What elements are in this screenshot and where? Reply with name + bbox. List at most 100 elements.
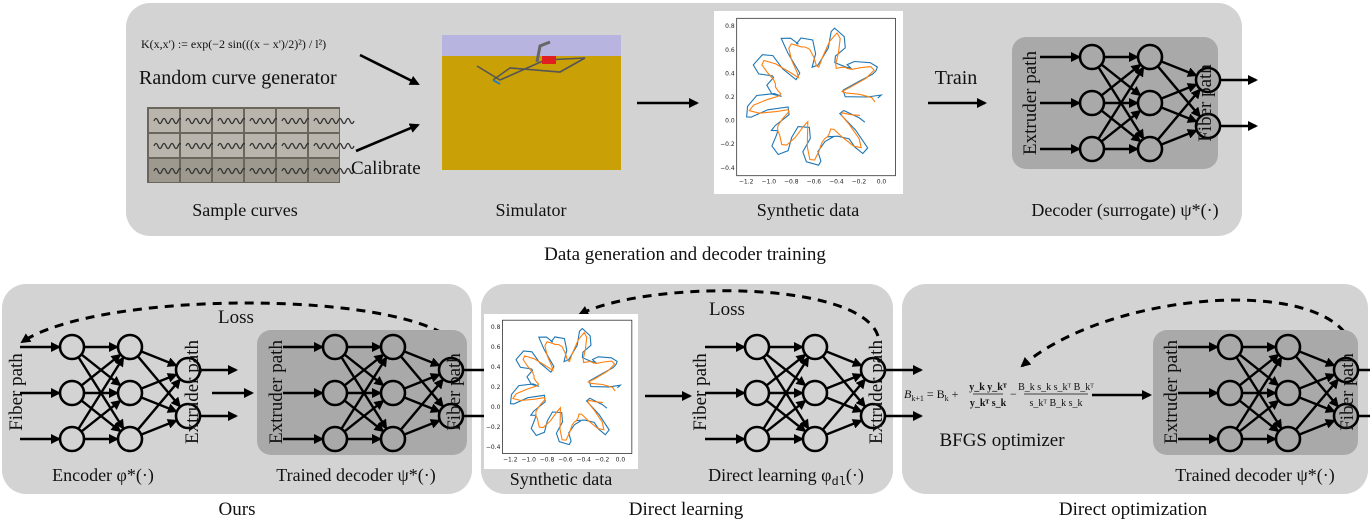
sim-arm [535, 40, 551, 63]
extruder-path-label-top: Extruder path [1020, 51, 1041, 155]
bfgs-formula: Bk+1 = Bk + y_k y_kᵀ y_kᵀ s_k − B_k s_k … [904, 382, 1094, 409]
plot-top-axes [736, 17, 896, 177]
photo-curve [313, 142, 355, 150]
encoder-network [20, 333, 238, 453]
trained-decoder-opt-node [1274, 379, 1302, 407]
photo-cell [181, 159, 211, 182]
direct-learning-edge [825, 419, 863, 436]
gradient-arrow-direct-optimization [1020, 298, 1354, 368]
simulator-render [442, 35, 621, 170]
trained-decoder-opt-edge [1235, 356, 1283, 430]
direct-learning-edge [765, 399, 807, 433]
trained-decoder-opt-node [1332, 402, 1360, 430]
decoder-top-node [1078, 89, 1106, 117]
encoder-edge [140, 350, 178, 367]
direct-learning-edge [825, 350, 863, 367]
sim-fiber-end [492, 79, 501, 85]
plot-top-y-tick: 0.2 [725, 94, 735, 101]
direct-learning-node [801, 425, 829, 453]
plot-dl-axes [502, 319, 633, 454]
decoder-top-edge [1160, 129, 1198, 146]
trained-decoder-opt-node [1216, 379, 1244, 407]
plot-dl-x-tick: −0.8 [540, 457, 555, 464]
decoder-top-node [1194, 112, 1222, 140]
photo-grid [149, 109, 355, 182]
encoder-edge [140, 373, 178, 390]
encoder-label: Encoder φ*(·) [52, 465, 154, 486]
trained-decoder-ours-node [321, 379, 349, 407]
encoder-node [116, 379, 144, 407]
arrow-calibrate-to-simulator [355, 123, 420, 153]
random-curve-generator-label: Random curve generator [139, 67, 337, 89]
trained-decoder-opt-edge [1298, 350, 1336, 367]
train-label: Train [935, 67, 978, 89]
trained-decoder-opt-edge [1298, 419, 1336, 436]
trained-decoder-ours-node [321, 425, 349, 453]
direct-learning-label: Direct learning φdl(·) [708, 465, 864, 489]
direct-learning-node [743, 333, 771, 361]
caption-direct-optimization: Direct optimization [1059, 499, 1208, 520]
encoder-edge [140, 419, 178, 436]
decoder-top-edge [1160, 83, 1198, 100]
encoder-node [116, 333, 144, 361]
direct-learning-node [859, 356, 887, 384]
plot-top-x-tick: −0.6 [807, 179, 822, 186]
loss-label-direct-learning: Loss [709, 299, 745, 320]
svg-text:y_kᵀ s_k: y_kᵀ s_k [970, 398, 1007, 409]
trained-decoder-opt-node [1216, 333, 1244, 361]
encoder-node [58, 379, 86, 407]
loss-arrow-direct-learning [578, 289, 880, 337]
trained-decoder-ours-edge [343, 353, 385, 387]
trained-decoder-ours-node [321, 333, 349, 361]
decoder-network-top [1040, 43, 1258, 163]
photo-cell [277, 134, 307, 157]
direct-learning-edge [825, 373, 863, 390]
extruder-path-label-dl: Extruder path [866, 340, 887, 444]
sim-sky [442, 35, 621, 56]
svg-text:s_kᵀ B_k s_k: s_kᵀ B_k s_k [1029, 398, 1082, 409]
direct-learning-edge [821, 378, 866, 431]
plot-top-x-tick: −1.2 [739, 179, 754, 186]
direct-learning-edge [765, 353, 807, 387]
photo-cell [245, 109, 275, 132]
fiber-path-label-dl: Fiber path [690, 353, 711, 431]
plot-top-background [714, 11, 903, 194]
trained-decoder-opt-node [1274, 333, 1302, 361]
plot-dl-x-tick: −1.2 [503, 457, 518, 464]
photo-cell [213, 109, 243, 132]
trained-decoder-ours-edge [403, 350, 441, 367]
trained-decoder-ours-edge [343, 399, 385, 433]
sim-path [476, 57, 586, 81]
photo-cell [149, 134, 179, 157]
caption-ours: Ours [219, 499, 256, 520]
photo-cell [277, 159, 307, 182]
decoder-top-edge [1156, 88, 1201, 141]
plot-dl-y-tick: 0.4 [491, 364, 501, 371]
direct-learning-edge [762, 356, 810, 430]
trained-decoder-opt-edge [1294, 378, 1339, 431]
decoder-surrogate-label: Decoder (surrogate) ψ*(·) [1031, 200, 1218, 221]
panel-data-generation [126, 3, 1242, 236]
plot-dl-x-tick: −0.4 [576, 457, 591, 464]
photo-cell [149, 159, 179, 182]
photo-cell [309, 134, 339, 157]
decoder-top-node [1194, 66, 1222, 94]
caption-data-generation: Data generation and decoder training [544, 244, 826, 265]
svg-text:y_k y_kᵀ: y_k y_kᵀ [969, 382, 1007, 393]
sim-nozzle [542, 56, 556, 64]
photo-cell [309, 109, 339, 132]
encoder-edge [80, 353, 122, 387]
synthetic-data-label-dl: Synthetic data [510, 469, 612, 489]
plot-top-y-tick: 0.6 [725, 47, 735, 54]
fiber-path-label-decoder: Fiber path [444, 353, 465, 431]
plot-top-x-tick: −0.4 [829, 179, 844, 186]
trained-decoder-ours-node [379, 333, 407, 361]
fiber-path-label-encoder: Fiber path [6, 353, 27, 431]
arrow-generator-to-simulator [359, 53, 420, 86]
trained-decoder-ours-node [379, 379, 407, 407]
decoder-top-edge [1100, 109, 1142, 143]
plot-dl-x-tick: −0.2 [595, 457, 610, 464]
svg-text:B_k s_k s_kᵀ B_kᵀ: B_k s_k s_kᵀ B_kᵀ [1018, 382, 1094, 393]
